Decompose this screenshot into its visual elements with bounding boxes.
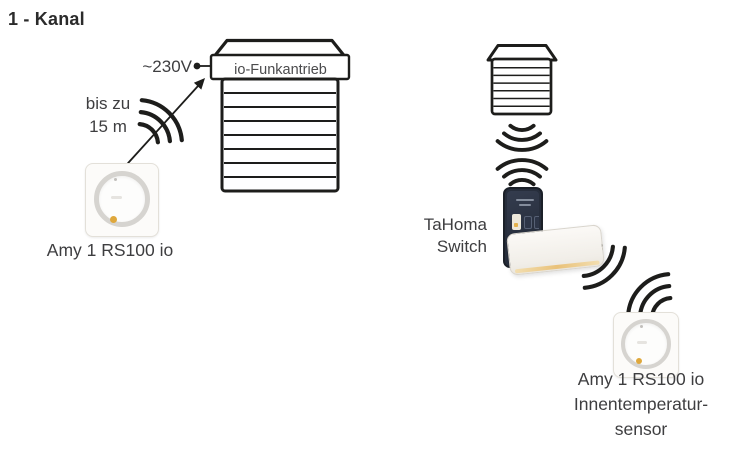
motor-label: io-Funkantrieb: [234, 62, 327, 78]
tahoma-label-line2: Switch: [436, 237, 487, 256]
power-connector-icon: [193, 62, 212, 70]
amy-sensor-marking: [637, 341, 647, 344]
amy-remote-yellow-button-icon: [110, 216, 117, 223]
phone-tile-icon: [534, 216, 539, 229]
range-label: bis zu 15 m: [75, 92, 141, 138]
radio-waves-icon: [626, 272, 673, 319]
radio-waves-icon: [137, 98, 184, 145]
amy-remote-marking: [111, 196, 122, 199]
phone-screen-text: [519, 204, 531, 206]
amy-sensor-label-line3: sensor: [614, 419, 668, 439]
phone-tile-icon: [512, 214, 521, 230]
tahoma-label-line1: TaHoma: [423, 215, 487, 234]
phone-screen-text: [516, 199, 534, 201]
amy-remote-led-icon: [114, 178, 117, 181]
phone-tile-icon: [524, 216, 532, 229]
voltage-label: ~230V: [142, 57, 192, 76]
amy-sensor-label: Amy 1 RS100 io Innentemperatur- sensor: [531, 367, 750, 442]
page-title: 1 - Kanal: [8, 9, 85, 29]
amy-sensor-label-line2: Innentemperatur-: [573, 394, 709, 414]
tahoma-label: TaHoma Switch: [395, 214, 487, 258]
roller-shutter-left-slats-icon: [220, 77, 340, 193]
range-label-line1: bis zu: [85, 94, 131, 113]
amy-sensor-yellow-button-icon: [636, 358, 642, 364]
range-label-line2: 15 m: [89, 117, 127, 136]
roller-shutter-right-slats-icon: [490, 57, 553, 116]
radio-waves-icon: [495, 123, 549, 152]
amy-sensor-device: [613, 312, 679, 378]
amy-remote-dial-icon: [94, 171, 150, 227]
phone-tile-yellow-mark: [514, 223, 518, 227]
amy-sensor-label-line1: Amy 1 RS100 io: [577, 369, 705, 389]
amy-remote-label: Amy 1 RS100 io: [46, 240, 174, 260]
amy-remote-device: [85, 163, 159, 237]
amy-sensor-dial-icon: [621, 319, 671, 369]
amy-sensor-led-icon: [640, 325, 643, 328]
radio-waves-icon: [495, 158, 549, 187]
